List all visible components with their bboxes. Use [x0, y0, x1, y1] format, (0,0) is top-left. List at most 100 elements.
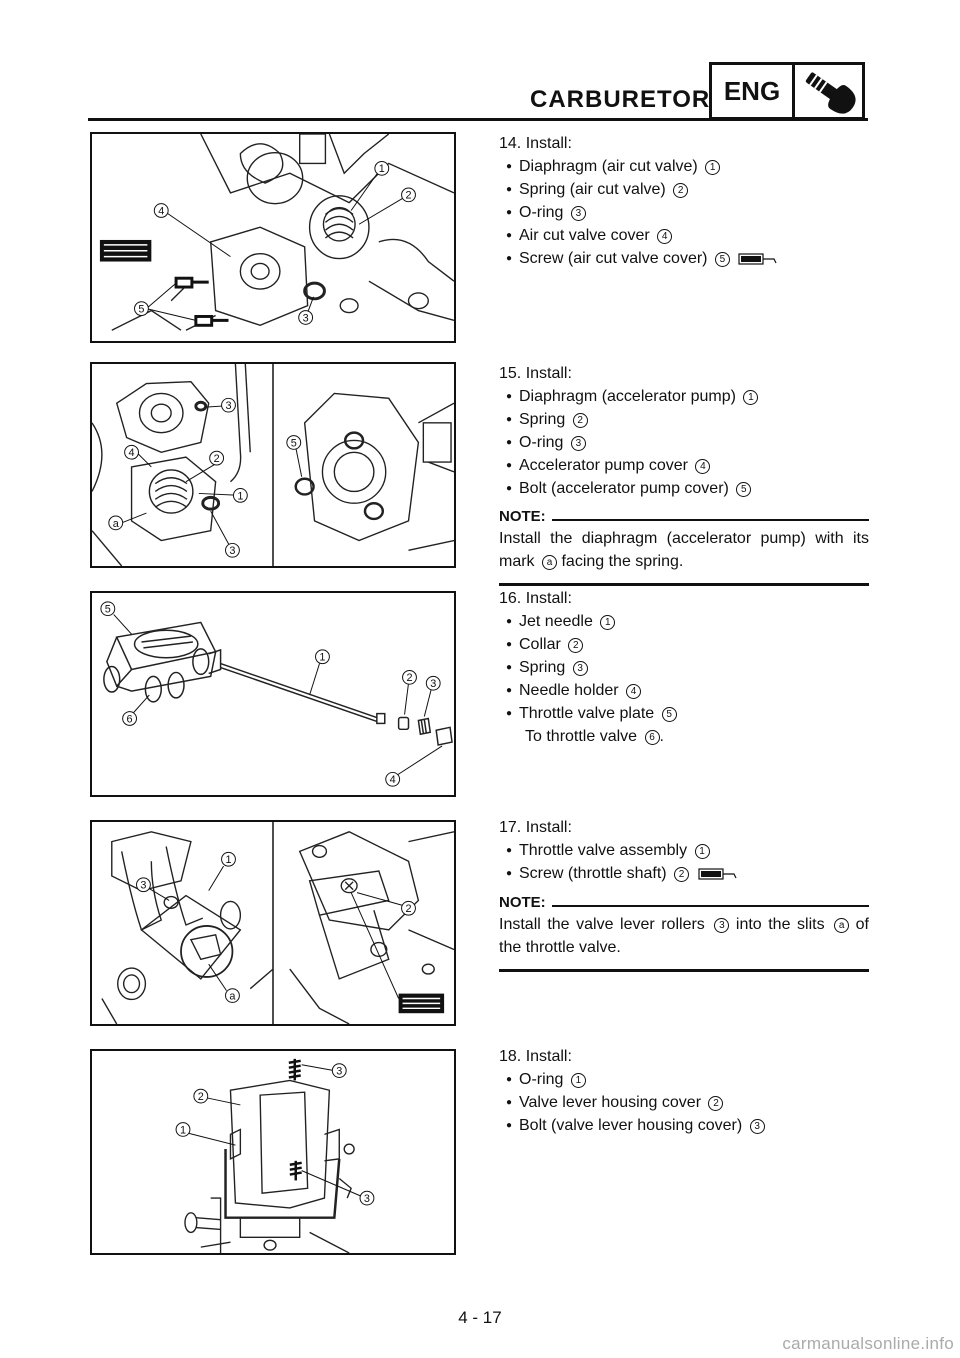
figure-air-cut-valve: 4 5 1 2 3: [90, 132, 456, 343]
item-label: Valve lever housing cover: [519, 1094, 702, 1111]
ref-number: 1: [570, 1073, 586, 1088]
torque-screw-icon: [697, 865, 738, 888]
svg-text:1: 1: [225, 854, 231, 866]
page-number: 4 - 17: [458, 1308, 502, 1327]
figure-jet-needle: 5 6 1 2 3 4: [90, 591, 456, 797]
ref-number: 5: [661, 707, 677, 722]
ref-number: 2: [568, 638, 584, 653]
svg-text:2: 2: [405, 190, 411, 202]
ref-number: 1: [705, 160, 721, 175]
note-text: Install the diaphragm (accelerator pump)…: [499, 527, 869, 573]
ref-number: 2: [572, 413, 588, 428]
ref-number: 2: [674, 867, 690, 882]
header-rule: [88, 118, 868, 121]
svg-text:1: 1: [180, 1124, 186, 1136]
list-item: Valve lever housing cover 2: [499, 1091, 869, 1114]
item-label: Spring: [519, 411, 566, 428]
item-label: Diaphragm (air cut valve): [519, 158, 698, 175]
torque-screw-icon: [738, 250, 778, 273]
note-step-15: NOTE: Install the diaphragm (accelerator…: [499, 508, 869, 586]
svg-text:4: 4: [158, 205, 164, 217]
list-item: Diaphragm (air cut valve) 1: [499, 155, 869, 178]
svg-text:a: a: [229, 991, 236, 1003]
figure-throttle-valve: 1 3 a 2: [90, 820, 456, 1026]
note-text: Install the valve lever rollers 3 into t…: [499, 913, 869, 959]
item-label: Spring (air cut valve): [519, 181, 666, 198]
note-text-part: Install the valve lever rollers: [499, 916, 705, 933]
ref-number: 3: [749, 1119, 765, 1134]
list-item: Jet needle 1: [499, 610, 869, 633]
list-item: Screw (throttle shaft) 2: [499, 862, 869, 888]
note-rule: [551, 905, 869, 907]
item-label: O-ring: [519, 204, 564, 221]
svg-text:5: 5: [138, 304, 144, 316]
sub-instruction: To throttle valve 6.: [499, 725, 869, 748]
list-item: Air cut valve cover 4: [499, 224, 869, 247]
list-item: Screw (air cut valve cover) 5: [499, 247, 869, 273]
item-label: O-ring: [519, 1071, 564, 1088]
ref-number: 4: [657, 229, 673, 244]
section-badge: ENG: [709, 62, 865, 120]
note-text-part: facing the spring.: [561, 553, 684, 570]
item-label: Spring: [519, 659, 566, 676]
sub-instruction-end: .: [659, 728, 664, 745]
item-label: Diaphragm (accelerator pump): [519, 388, 736, 405]
svg-text:2: 2: [405, 903, 411, 915]
svg-text:5: 5: [291, 437, 297, 449]
list-item: Throttle valve plate 5: [499, 702, 869, 725]
ref-number: 1: [743, 390, 759, 405]
step-title: 17. Install:: [499, 819, 572, 836]
list-item: Spring 3: [499, 656, 869, 679]
figure-valve-lever-housing: 3 2 1 3: [90, 1049, 456, 1255]
note-step-17: NOTE: Install the valve lever rollers 3 …: [499, 894, 869, 972]
note-heading-label: NOTE:: [499, 508, 546, 525]
ref-letter: a: [542, 555, 558, 570]
svg-text:3: 3: [364, 1193, 370, 1205]
ref-number: 2: [673, 183, 689, 198]
figure-accelerator-pump: 3 4 2 1 a 3 5: [90, 362, 456, 568]
item-label: Jet needle: [519, 613, 593, 630]
item-label: Needle holder: [519, 682, 619, 699]
ref-number: 3: [714, 918, 730, 933]
note-heading: NOTE:: [499, 894, 869, 911]
list-item: Collar 2: [499, 633, 869, 656]
ref-number: 1: [694, 844, 710, 859]
item-label: Screw (air cut valve cover): [519, 250, 708, 267]
list-item: O-ring 3: [499, 201, 869, 224]
sub-instruction-label: To throttle valve: [525, 728, 638, 745]
item-label: O-ring: [519, 434, 564, 451]
list-item: Diaphragm (accelerator pump) 1: [499, 385, 869, 408]
ref-number: 3: [570, 206, 586, 221]
svg-text:1: 1: [237, 490, 243, 502]
item-label: Throttle valve plate: [519, 705, 655, 722]
svg-text:2: 2: [214, 453, 220, 465]
svg-text:4: 4: [390, 774, 396, 786]
svg-text:3: 3: [140, 880, 146, 892]
item-label: Screw (throttle shaft): [519, 865, 667, 882]
ref-letter: a: [834, 918, 850, 933]
list-item: O-ring 1: [499, 1068, 869, 1091]
note-heading-label: NOTE:: [499, 894, 546, 911]
note-heading: NOTE:: [499, 508, 869, 525]
svg-text:2: 2: [198, 1091, 204, 1103]
page-title: CARBURETOR: [530, 86, 711, 113]
watermark-link[interactable]: carmanualsonline.info: [782, 1334, 954, 1353]
wrench-icon: [795, 65, 862, 117]
list-item: Needle holder 4: [499, 679, 869, 702]
step-16: 16. Install: Jet needle 1 Collar 2 Sprin…: [499, 587, 869, 748]
note-text-part: into the slits: [735, 916, 825, 933]
note-text-part: of the throttle valve.: [499, 916, 869, 956]
ref-number: 4: [626, 684, 642, 699]
ref-number: 3: [572, 661, 588, 676]
item-label: Throttle valve assembly: [519, 842, 688, 859]
list-item: Bolt (valve lever housing cover) 3: [499, 1114, 869, 1137]
svg-text:1: 1: [379, 163, 385, 175]
svg-text:1: 1: [319, 652, 325, 664]
ref-number: 6: [644, 730, 660, 745]
svg-text:3: 3: [430, 678, 436, 690]
list-item: Throttle valve assembly 1: [499, 839, 869, 862]
note-rule: [551, 519, 869, 521]
list-item: O-ring 3: [499, 431, 869, 454]
ref-number: 1: [600, 615, 616, 630]
list-item: Spring (air cut valve) 2: [499, 178, 869, 201]
